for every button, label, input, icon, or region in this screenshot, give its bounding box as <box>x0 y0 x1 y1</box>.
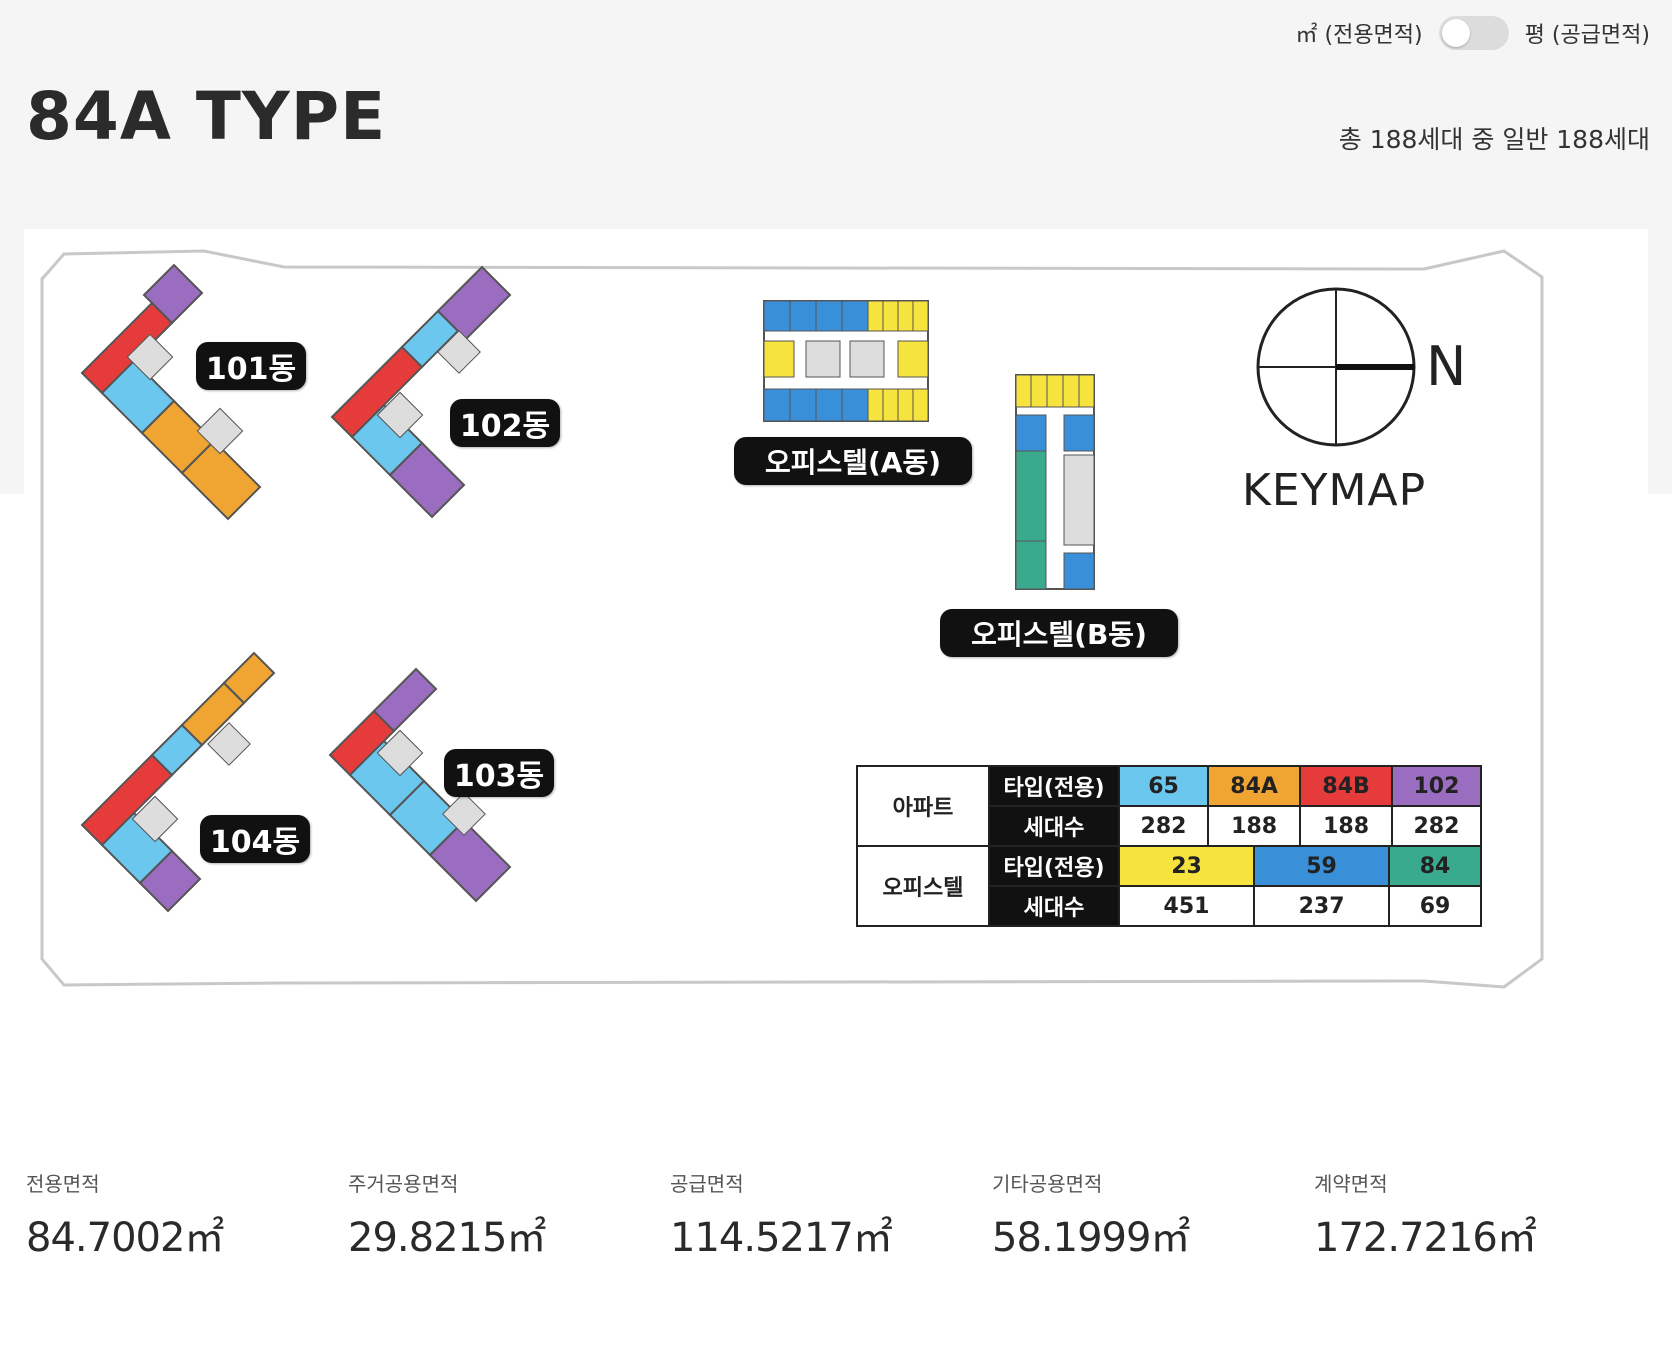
apt-type-header: 타입(전용) <box>988 765 1120 807</box>
apt-count-header: 세대수 <box>988 805 1120 847</box>
office-count-cell: 69 <box>1388 885 1482 927</box>
unit-switch[interactable] <box>1438 16 1509 50</box>
apt-type-84a: 84A <box>1207 765 1302 807</box>
office-type-59: 59 <box>1253 845 1391 887</box>
office-group-label: 오피스텔 <box>856 845 990 927</box>
apt-group-label: 아파트 <box>856 765 990 847</box>
area-value: 114.5217㎡ <box>670 1215 893 1261</box>
area-residential-common: 주거공용면적 29.8215㎡ <box>348 1168 546 1263</box>
area-label: 주거공용면적 <box>348 1172 459 1196</box>
office-count-row: 세대수 451 237 69 <box>857 885 1482 927</box>
keymap-label: KEYMAP <box>1242 465 1427 516</box>
office-type-84: 84 <box>1388 845 1482 887</box>
sqm-option-label[interactable]: ㎡ (전용면적) <box>1295 23 1423 48</box>
office-type-header: 타입(전용) <box>988 845 1120 887</box>
area-contract: 계약면적 172.7216㎡ <box>1314 1168 1537 1263</box>
area-label: 공급면적 <box>670 1172 744 1196</box>
area-label: 전용면적 <box>26 1172 100 1196</box>
office-count-cell: 451 <box>1117 885 1256 927</box>
type-title: 84A TYPE <box>26 78 387 155</box>
compass-icon <box>1256 287 1416 447</box>
pyeong-option-label[interactable]: 평 (공급면적) <box>1524 23 1650 48</box>
apt-type-65: 65 <box>1117 765 1210 807</box>
area-exclusive: 전용면적 84.7002㎡ <box>26 1168 224 1263</box>
keymap-image: 101동 102동 103동 104동 오피스텔(A동) 오피스텔(B동) N … <box>24 229 1648 1065</box>
officetel-a-shape <box>763 300 929 422</box>
compass-north-letter: N <box>1426 335 1468 398</box>
unit-toggle: ㎡ (전용면적) 평 (공급면적) <box>1295 16 1650 50</box>
area-value: 58.1999㎡ <box>992 1215 1190 1261</box>
unit-legend-table: 아파트 타입(전용) 65 84A 84B 102 세대수 282 188 18… <box>856 765 1483 847</box>
label-officetel-b: 오피스텔(B동) <box>940 609 1178 657</box>
area-supply: 공급면적 114.5217㎡ <box>670 1168 893 1263</box>
apt-type-row: 아파트 타입(전용) 65 84A 84B 102 <box>856 765 1483 847</box>
apt-count-cell: 282 <box>1117 805 1210 847</box>
apt-count-row: 세대수 282 188 188 282 <box>857 805 1483 847</box>
officetel-legend-table: 오피스텔 타입(전용) 23 59 84 세대수 451 237 69 <box>856 845 1482 927</box>
area-value: 172.7216㎡ <box>1314 1215 1537 1261</box>
office-type-row: 오피스텔 타입(전용) 23 59 84 <box>856 845 1482 927</box>
office-count-cell: 237 <box>1253 885 1391 927</box>
label-building-103: 103동 <box>444 749 554 797</box>
area-label: 계약면적 <box>1314 1172 1388 1196</box>
label-building-102: 102동 <box>450 399 560 447</box>
apt-count-cell: 188 <box>1299 805 1393 847</box>
apt-type-102: 102 <box>1390 765 1483 807</box>
building-101-shape <box>80 263 262 521</box>
label-officetel-a: 오피스텔(A동) <box>734 437 972 485</box>
label-building-104: 104동 <box>200 815 310 863</box>
area-value: 29.8215㎡ <box>348 1215 546 1261</box>
apt-count-cell: 188 <box>1207 805 1302 847</box>
officetel-b-shape <box>1015 374 1095 590</box>
apt-type-84b: 84B <box>1299 765 1393 807</box>
building-103-shape <box>328 667 512 903</box>
switch-knob <box>1441 19 1470 47</box>
household-count: 총 188세대 중 일반 188세대 <box>1338 125 1650 154</box>
apt-count-cell: 282 <box>1390 805 1483 847</box>
building-104-shape <box>80 651 276 913</box>
area-label: 기타공용면적 <box>992 1172 1103 1196</box>
office-type-23: 23 <box>1117 845 1256 887</box>
area-value: 84.7002㎡ <box>26 1215 224 1261</box>
label-building-101: 101동 <box>196 342 306 390</box>
area-other-common: 기타공용면적 58.1999㎡ <box>992 1168 1190 1263</box>
office-count-header: 세대수 <box>988 885 1120 927</box>
building-102-shape <box>330 265 512 519</box>
